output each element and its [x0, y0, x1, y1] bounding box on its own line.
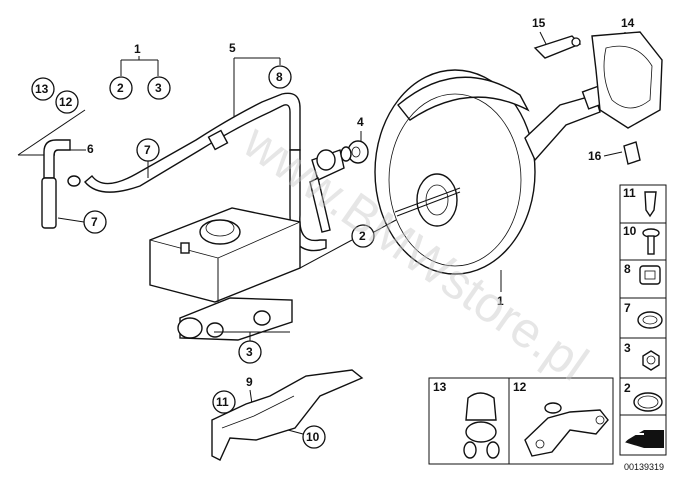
- callout-1-booster: 1: [497, 294, 504, 308]
- vacuum-hose-main: 5 8 7: [84, 41, 345, 252]
- hose-connector-icon: [463, 392, 500, 459]
- hex-nut-icon: [642, 350, 660, 371]
- callout-2-top: 2: [117, 81, 124, 95]
- legend-bottom-panel: 13 12: [428, 377, 614, 465]
- callout-15: 15: [532, 16, 546, 30]
- hose-clamp-icon: [637, 311, 663, 329]
- rubber-grommet-icon: [639, 265, 661, 285]
- callout-8: 8: [276, 70, 283, 84]
- callout-7-mid: 7: [144, 143, 151, 157]
- callout-7-left: 7: [91, 215, 98, 229]
- legend-num-11: 11: [623, 186, 636, 200]
- vacuum-hose-left: 13 12 6 7: [17, 77, 107, 234]
- callout-11-bottom: 11: [216, 395, 229, 409]
- legend-num-2: 2: [624, 381, 631, 395]
- legend-num-3: 3: [624, 341, 631, 355]
- holder-bracket-icon: [524, 402, 609, 457]
- heat-shield: 9 11 10: [211, 369, 364, 461]
- callout-group-1-2-3: 1 2 3: [109, 42, 171, 100]
- master-cylinder: 3: [149, 207, 301, 364]
- legend-num-12: 12: [513, 380, 527, 394]
- callout-9: 9: [246, 375, 253, 389]
- callout-2-mid: 2: [359, 229, 366, 243]
- legend-side-panel: 11 10 8 7 3 2 0013: [619, 184, 667, 472]
- document-id: 00139319: [624, 462, 664, 472]
- legend-num-7: 7: [624, 301, 631, 315]
- callout-12: 12: [59, 95, 73, 109]
- callout-14: 14: [621, 16, 635, 30]
- grommet: 4: [340, 115, 369, 164]
- callout-16: 16: [588, 149, 602, 163]
- legend-num-10: 10: [623, 224, 637, 238]
- legend-num-8: 8: [624, 262, 631, 276]
- callout-3-top: 3: [155, 81, 162, 95]
- callout-10-bottom: 10: [306, 430, 320, 444]
- seal-ring-icon: [633, 392, 663, 412]
- screw-icon: [642, 228, 660, 255]
- callout-3-bottom: 3: [246, 345, 253, 359]
- callout-13: 13: [35, 82, 49, 96]
- callout-4: 4: [357, 115, 364, 129]
- legend-num-13: 13: [433, 380, 447, 394]
- clip-nut-icon: [644, 191, 657, 218]
- callout-6: 6: [87, 142, 94, 156]
- booster-bracket: 15 14 16: [532, 16, 663, 165]
- brake-booster: 2 1: [299, 69, 609, 308]
- callout-1-top: 1: [134, 42, 141, 56]
- callout-5: 5: [229, 41, 236, 55]
